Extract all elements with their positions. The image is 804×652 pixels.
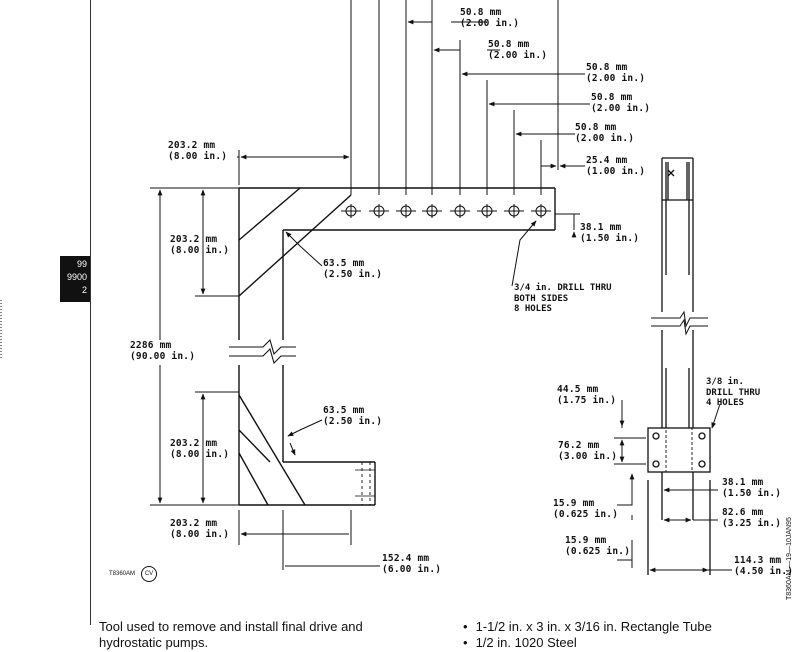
- dim-label: 203.2 mm (8.00 in.): [168, 140, 228, 162]
- dim-label: 2286 mm (90.00 in.): [130, 340, 196, 362]
- dim-label: 114.3 mm (4.50 in.): [734, 555, 794, 577]
- dim-label: 25.4 mm (1.00 in.): [586, 155, 646, 177]
- dim-label: 203.2 mm (8.00 in.): [170, 518, 230, 540]
- left-dimension-lines: [150, 150, 380, 570]
- figure-caption: Tool used to remove and install final dr…: [99, 619, 363, 650]
- material-list: 1-1/2 in. x 3 in. x 3/16 in. Rectangle T…: [463, 619, 712, 651]
- drill-note-34: 3/4 in. DRILL THRU BOTH SIDES 8 HOLES: [514, 283, 612, 314]
- dim-label: 15.9 mm (0.625 in.): [553, 498, 619, 520]
- dim-label: 50.8 mm (2.00 in.): [575, 122, 635, 144]
- hole-extension-lines: [350, 0, 559, 195]
- page-tab: 99 9900 2: [60, 256, 90, 302]
- page-tab-line: 9900: [66, 272, 87, 282]
- binding-dots: [0, 300, 2, 360]
- dim-label: 50.8 mm (2.00 in.): [460, 7, 520, 29]
- frame-outline: [229, 187, 556, 506]
- dim-label: 76.2 mm (3.00 in.): [558, 440, 618, 462]
- cv-mark: CV: [141, 566, 157, 582]
- list-item: 1/2 in. 1020 Steel: [463, 635, 712, 651]
- dim-label: 38.1 mm (1.50 in.): [722, 477, 782, 499]
- dim-label: 82.6 mm (3.25 in.): [722, 507, 782, 529]
- dim-label: 203.2 mm (8.00 in.): [170, 438, 230, 460]
- dim-label: 50.8 mm (2.00 in.): [586, 62, 646, 84]
- dim-label: 44.5 mm (1.75 in.): [557, 384, 617, 406]
- dim-label: 203.2 mm (8.00 in.): [170, 234, 230, 256]
- drill-note-38: 3/8 in. DRILL THRU 4 HOLES: [706, 377, 761, 408]
- dim-label: 63.5 mm (2.50 in.): [323, 258, 383, 280]
- page-tab-line: 2: [81, 285, 87, 295]
- leader-lines: [285, 213, 580, 456]
- dim-label: 152.4 mm (6.00 in.): [382, 553, 442, 575]
- figure-code: T8360AM: [109, 571, 136, 577]
- dim-label: 50.8 mm (2.00 in.): [591, 92, 651, 114]
- page-tab-line: 99: [76, 259, 87, 269]
- dim-label: 38.1 mm (1.50 in.): [580, 222, 640, 244]
- dim-label: 63.5 mm (2.50 in.): [323, 405, 383, 427]
- plate-dimension-lines: [614, 400, 732, 573]
- vertical-figure-code: T8360AM —19—10JAN95: [786, 517, 793, 600]
- top-arm-holes: [341, 204, 551, 218]
- dim-label: 15.9 mm (0.625 in.): [565, 535, 631, 557]
- page-margin-rule: [90, 0, 91, 625]
- side-elevation: [647, 157, 711, 575]
- dim-label: 50.8 mm (2.00 in.): [488, 39, 548, 61]
- list-item: 1-1/2 in. x 3 in. x 3/16 in. Rectangle T…: [463, 619, 712, 635]
- pitch-dimension-arrows: [407, 19, 590, 169]
